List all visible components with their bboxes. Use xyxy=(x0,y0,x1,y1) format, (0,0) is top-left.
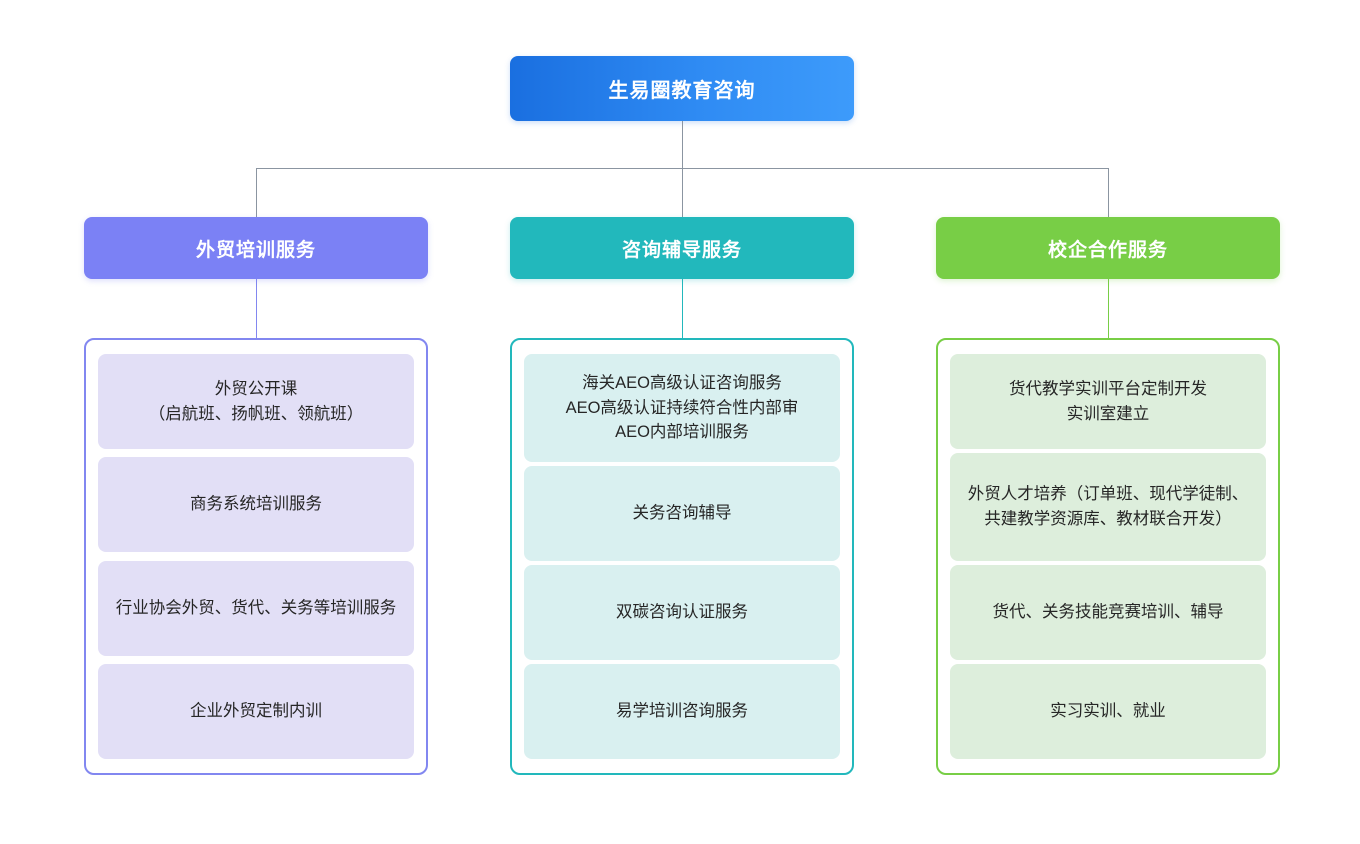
root-node-生易圈教育咨询[interactable]: 生易圈教育咨询 xyxy=(510,56,854,121)
branch-header-label: 外贸培训服务 xyxy=(195,239,316,261)
leaf-card[interactable]: 外贸公开课 （启航班、扬帆班、领航班） xyxy=(98,354,414,449)
connector-branch-1-to-group xyxy=(682,279,683,338)
branch-header-外贸培训服务[interactable]: 外贸培训服务 xyxy=(84,217,428,279)
branch-group-外贸培训服务: 外贸公开课 （启航班、扬帆班、领航班） 商务系统培训服务 行业协会外贸、货代、关… xyxy=(84,338,428,775)
leaf-card[interactable]: 商务系统培训服务 xyxy=(98,457,414,553)
branch-header-校企合作服务[interactable]: 校企合作服务 xyxy=(936,217,1280,279)
leaf-card[interactable]: 关务咨询辅导 xyxy=(524,466,840,561)
connector-branch-0-to-group xyxy=(256,279,257,338)
root-node-label: 生易圈教育咨询 xyxy=(608,80,756,102)
leaf-card[interactable]: 行业协会外贸、货代、关务等培训服务 xyxy=(98,560,414,656)
leaf-card[interactable]: 双碳咨询认证服务 xyxy=(524,565,840,660)
connector-bus-to-branch-0 xyxy=(256,168,257,217)
connector-bus-to-branch-2 xyxy=(1108,168,1109,217)
leaf-card[interactable]: 外贸人才培养（订单班、现代学徒制、共建教学资源库、教材联合开发） xyxy=(950,453,1266,561)
leaf-card[interactable]: 货代、关务技能竞赛培训、辅导 xyxy=(950,565,1266,660)
branch-group-校企合作服务: 货代教学实训平台定制开发 实训室建立 外贸人才培养（订单班、现代学徒制、共建教学… xyxy=(936,338,1280,775)
branch-header-label: 校企合作服务 xyxy=(1047,239,1168,261)
leaf-card[interactable]: 货代教学实训平台定制开发 实训室建立 xyxy=(950,354,1266,449)
leaf-card[interactable]: 易学培训咨询服务 xyxy=(524,664,840,759)
leaf-card[interactable]: 企业外贸定制内训 xyxy=(98,663,414,759)
leaf-card[interactable]: 海关AEO高级认证咨询服务 AEO高级认证持续符合性内部审 AEO内部培训服务 xyxy=(524,354,840,462)
connector-branch-2-to-group xyxy=(1108,279,1109,338)
connector-root-down xyxy=(682,121,683,168)
branch-header-咨询辅导服务[interactable]: 咨询辅导服务 xyxy=(510,217,854,279)
branch-header-label: 咨询辅导服务 xyxy=(621,239,742,261)
leaf-card[interactable]: 实习实训、就业 xyxy=(950,664,1266,759)
branch-group-咨询辅导服务: 海关AEO高级认证咨询服务 AEO高级认证持续符合性内部审 AEO内部培训服务 … xyxy=(510,338,854,775)
connector-bus-to-branch-1 xyxy=(682,168,683,217)
